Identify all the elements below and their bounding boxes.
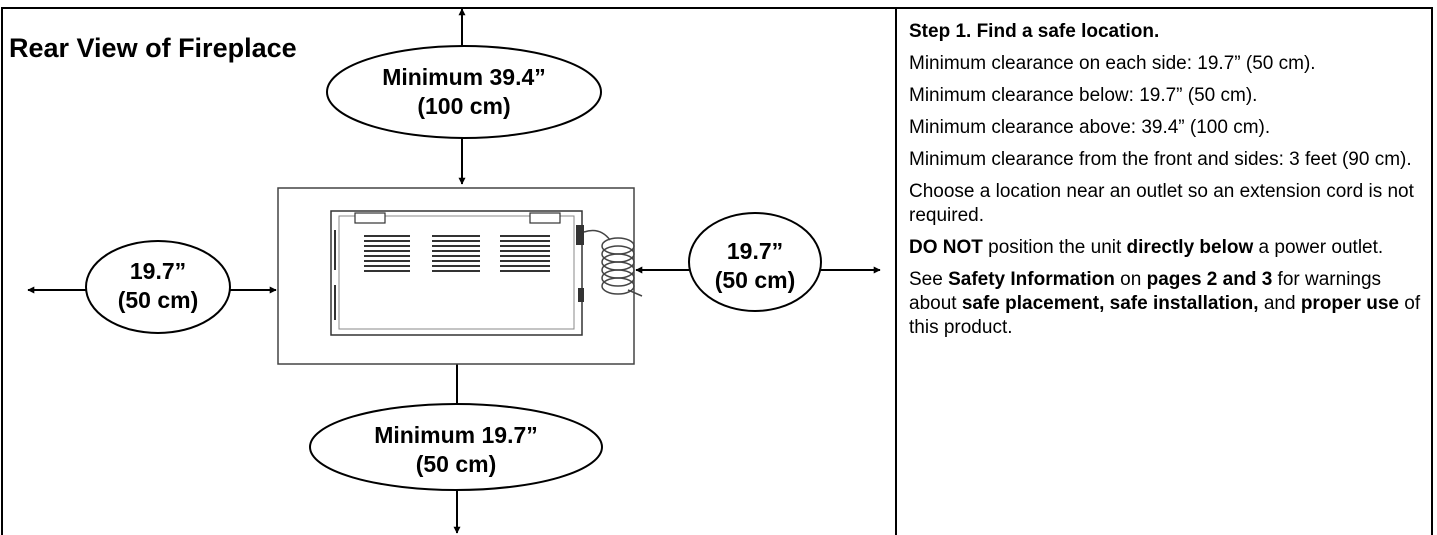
front-clearance-text: Minimum clearance from the front and sid… [909, 149, 1412, 170]
outlet-warning: DO NOT position the unit directly below … [909, 237, 1384, 258]
below-clearance-text: Minimum clearance below: 19.7” (50 cm). [909, 85, 1258, 106]
column-divider [895, 7, 897, 535]
left-label-oval [85, 240, 231, 334]
bottom-clearance-label: Minimum 19.7” (50 cm) [374, 422, 538, 477]
fireplace-illustration [277, 187, 643, 365]
side-clearance-text: Minimum clearance on each side: 19.7” (5… [909, 53, 1316, 74]
outlet-tip-text: Choose a location near an outlet so an e… [909, 181, 1414, 226]
instructions-panel: Step 1. Find a safe location. Minimum cl… [909, 20, 1424, 348]
clearance-diagram [27, 8, 881, 534]
above-clearance-text: Minimum clearance above: 39.4” (100 cm). [909, 117, 1271, 138]
top-label-oval [326, 45, 602, 139]
right-clearance-label: 19.7” (50 cm) [714, 238, 796, 293]
right-label-oval [688, 212, 822, 312]
safety-info-reference: See Safety Information on pages 2 and 3 … [909, 269, 1421, 338]
step-heading: Step 1. Find a safe location. [909, 21, 1160, 42]
diagram-title: Rear View of Fireplace [9, 33, 297, 63]
left-clearance-label: 19.7” (50 cm) [117, 258, 199, 313]
bottom-label-oval [309, 403, 603, 491]
top-clearance-label: Minimum 39.4” (100 cm) [382, 64, 546, 119]
page-frame [1, 7, 1433, 535]
